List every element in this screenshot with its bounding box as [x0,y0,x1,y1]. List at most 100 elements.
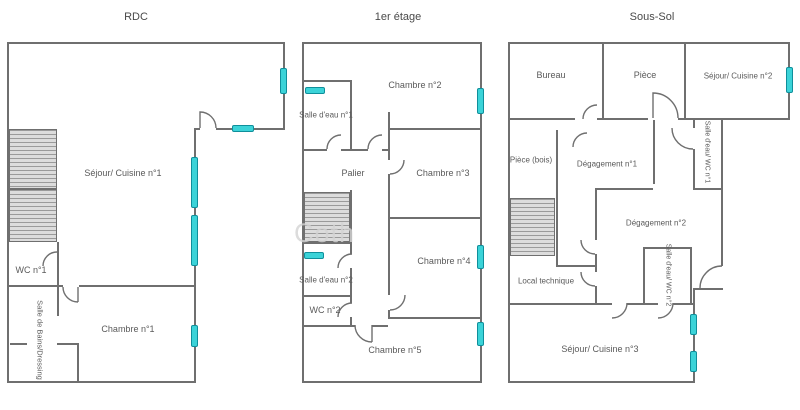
wall-segment [595,254,597,272]
wall-segment [693,120,695,128]
door-arc [671,127,694,150]
wall-segment [627,303,658,305]
wall-segment [302,295,350,297]
room-label-chambre-4: Chambre n°4 [417,256,471,266]
room-label-wc-1: WC n°1 [15,265,47,275]
door-arc [652,92,679,119]
window-marker [786,67,793,93]
door-arc [337,253,353,269]
window-marker [304,252,324,259]
room-label-bureau: Bureau [536,70,566,80]
door-arc [326,134,342,150]
room-label-salle-de-bains-dressing: Salle de Bains/Dressing [35,300,45,380]
wall-segment [7,42,9,383]
room-label-degagement-1: Dégagement n°1 [576,159,638,169]
wall-segment [7,285,63,287]
door-arc [367,134,383,150]
wall-segment [350,80,352,149]
window-marker [477,322,484,346]
staircase [9,129,57,242]
door-arc [199,111,217,129]
wall-segment [57,242,59,316]
window-marker [191,215,198,266]
wall-segment [556,265,597,267]
door-arc [699,265,723,289]
wall-segment [79,285,196,287]
window-marker [232,125,254,132]
wall-segment [602,42,604,120]
room-label-chambre-3: Chambre n°3 [416,168,470,178]
room-label-degagement-2: Dégagement n°2 [625,218,687,228]
wall-segment [350,317,352,325]
wall-segment [7,381,196,383]
room-label-local-technique: Local technique [517,276,575,286]
wall-segment [508,118,575,120]
wall-segment [480,42,482,383]
wall-segment [302,42,482,44]
wall-segment [673,303,693,305]
door-arc [389,294,406,311]
window-marker [690,351,697,372]
door-arc [354,324,373,343]
wall-segment [382,149,390,151]
wall-segment [390,317,480,319]
door-arc [389,159,405,175]
wall-segment [77,343,79,383]
room-label-sejour-cuisine-3: Séjour/ Cuisine n°3 [561,344,639,354]
wall-segment [653,120,655,184]
stairs-divider [9,188,57,190]
room-label-palier: Palier [341,168,365,178]
wall-segment [508,42,790,44]
wall-segment [302,42,304,383]
wall-segment [597,118,648,120]
room-label-salle-eau-wc-2: Salle d'eau/ WC n°2 [664,243,672,307]
wall-segment [693,288,723,290]
wall-segment [341,149,368,151]
window-marker [690,314,697,335]
room-label-chambre-2: Chambre n°2 [388,80,442,90]
wall-segment [595,188,597,240]
wall-segment [10,343,27,345]
wall-segment [693,118,790,120]
window-marker [477,245,484,269]
door-arc [580,239,596,255]
room-label-sejour-cuisine-1: Séjour/ Cuisine n°1 [84,168,162,178]
room-label-salle-eau-2: Salle d'eau n°2 [299,275,353,285]
window-marker [280,68,287,94]
wall-segment [693,288,695,383]
wall-segment [350,190,352,254]
staircase [304,192,350,242]
door-arc [580,271,596,287]
wall-segment [302,325,355,327]
room-label-salle-eau-1: Salle d'eau n°1 [299,110,353,120]
wall-segment [57,343,78,345]
wall-segment [302,149,327,151]
room-label-chambre-5: Chambre n°5 [368,345,422,355]
door-arc [337,302,353,318]
wall-segment [595,286,597,303]
wall-segment [693,149,695,188]
room-label-salle-eau-wc-1: Salle d'eau/ WC n°1 [703,120,711,184]
wall-segment [388,310,390,319]
plan-title-rdc: RDC [124,11,148,23]
room-label-wc-2: WC n°2 [309,305,341,315]
wall-segment [302,381,482,383]
wall-segment [388,112,390,160]
wall-segment [194,128,200,130]
door-arc [582,104,598,120]
window-marker [477,88,484,114]
wall-segment [350,268,352,303]
wall-segment [508,381,695,383]
door-arc [611,302,628,319]
window-marker [191,325,198,347]
wall-segment [302,242,350,244]
wall-segment [556,130,558,265]
wall-segment [508,42,510,383]
wall-segment [643,247,692,249]
wall-segment [508,303,612,305]
room-label-chambre-1: Chambre n°1 [101,324,155,334]
wall-segment [690,247,692,305]
watermark: Coth [294,218,356,248]
